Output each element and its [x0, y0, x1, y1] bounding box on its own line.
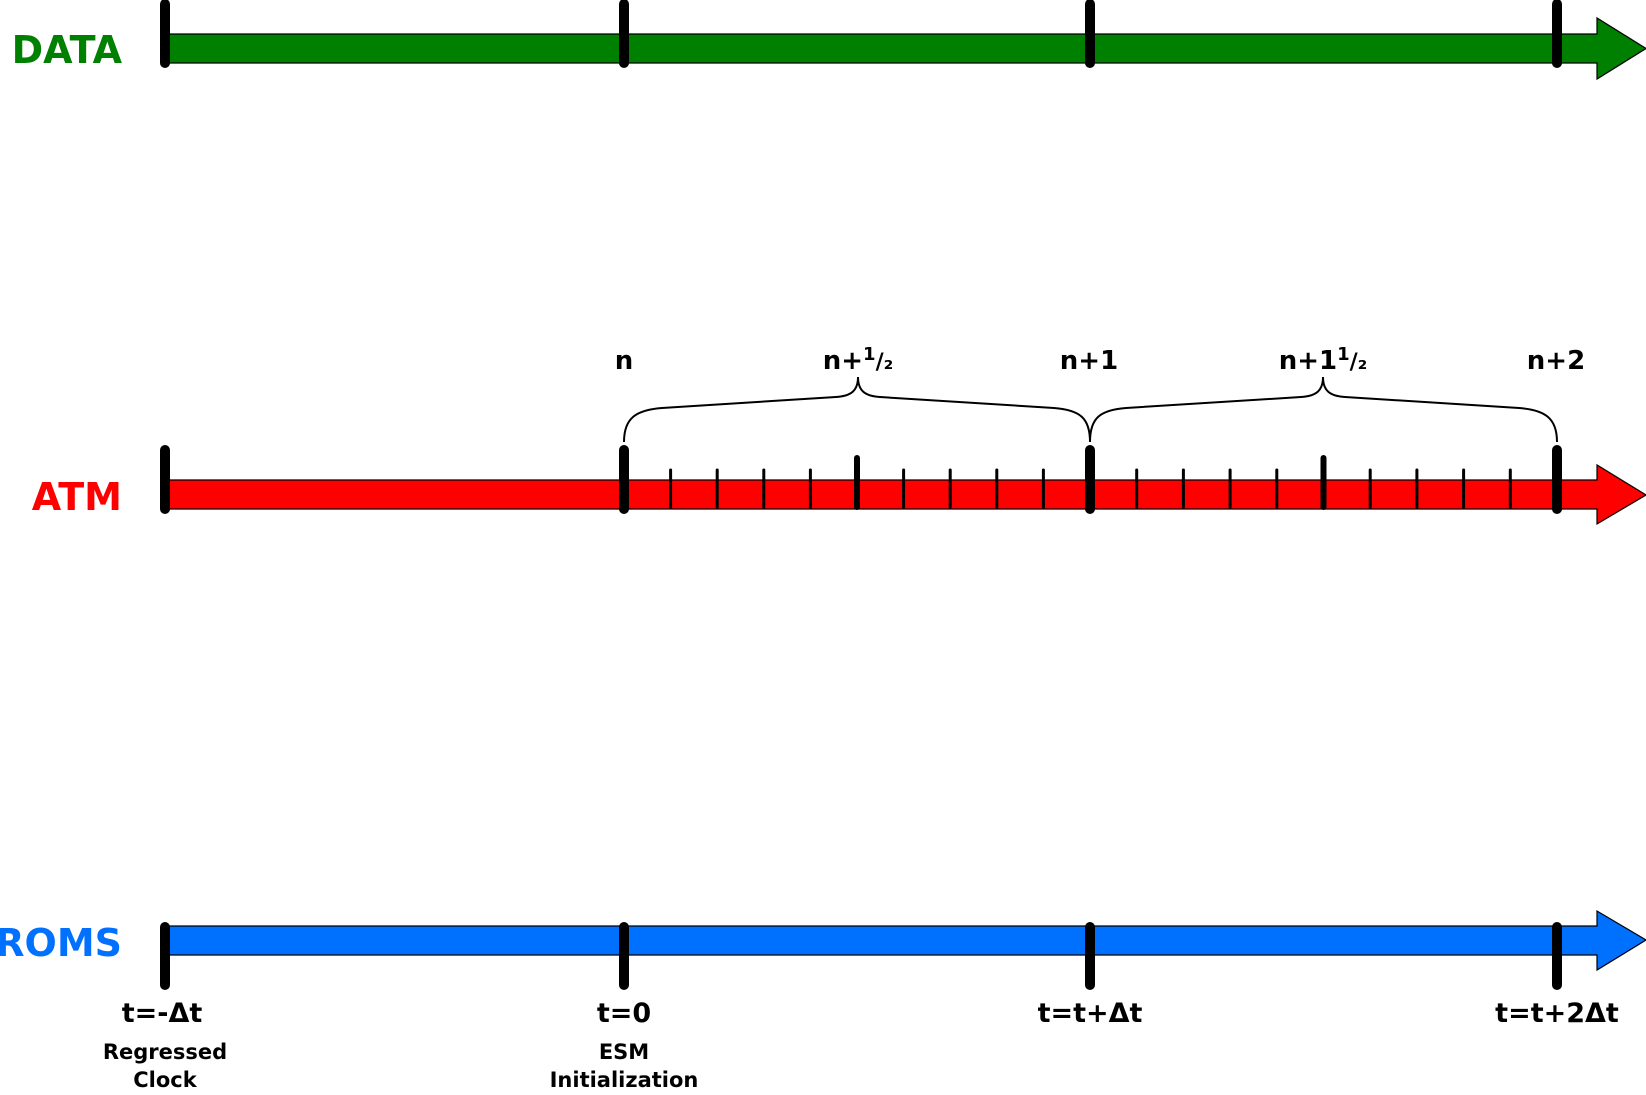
- atm-brace-second: [1089, 376, 1558, 443]
- note-esm: ESM: [599, 1040, 649, 1064]
- atm-major-ticks: [160, 445, 1562, 514]
- atm-brace-first: [623, 376, 1091, 443]
- data-arrow: [162, 16, 1646, 81]
- atm-track-label: ATM: [32, 475, 122, 519]
- atm-step-n2: n+2: [1527, 346, 1585, 376]
- atm-substep-ticks: [669, 455, 1512, 510]
- atm-step-n1-half-denominator: /₂: [1350, 350, 1368, 375]
- note-clock: Clock: [133, 1068, 197, 1092]
- atm-step-n1-half-numerator: 1: [1337, 344, 1350, 365]
- roms-track: ROMS: [0, 909, 1646, 990]
- roms-arrow: [162, 909, 1646, 972]
- atm-step-n1-half: n+11/₂: [1279, 344, 1368, 376]
- atm-step-n-half: n+1/₂: [823, 344, 894, 376]
- time-labels: t=-Δt t=0 t=t+Δt t=t+2Δt: [122, 998, 1619, 1029]
- time-label-t0: t=0: [597, 998, 651, 1029]
- roms-major-ticks: [160, 922, 1562, 990]
- note-initialization: Initialization: [550, 1068, 699, 1092]
- note-regressed: Regressed: [103, 1040, 227, 1064]
- atm-step-n1: n+1: [1060, 346, 1118, 376]
- atm-step-n-half-denominator: /₂: [876, 350, 894, 375]
- atm-step-n-half-numerator: 1: [863, 344, 876, 365]
- data-track: DATA: [12, 0, 1646, 81]
- annotation-notes: Regressed Clock ESM Initialization: [103, 1040, 699, 1092]
- atm-step-n1-half-prefix: n+1: [1279, 346, 1337, 376]
- data-track-label: DATA: [12, 28, 123, 72]
- data-major-ticks: [160, 0, 1562, 68]
- atm-step-n: n: [615, 346, 634, 376]
- time-label-t-minus: t=-Δt: [122, 998, 203, 1029]
- atm-track: ATM n n+1/₂ n+1 n+11/₂ n+2: [32, 344, 1646, 526]
- time-label-t2: t=t+2Δt: [1495, 998, 1619, 1029]
- time-label-t1: t=t+Δt: [1038, 998, 1143, 1029]
- roms-track-label: ROMS: [0, 921, 122, 965]
- atm-step-n-half-prefix: n+: [823, 346, 863, 376]
